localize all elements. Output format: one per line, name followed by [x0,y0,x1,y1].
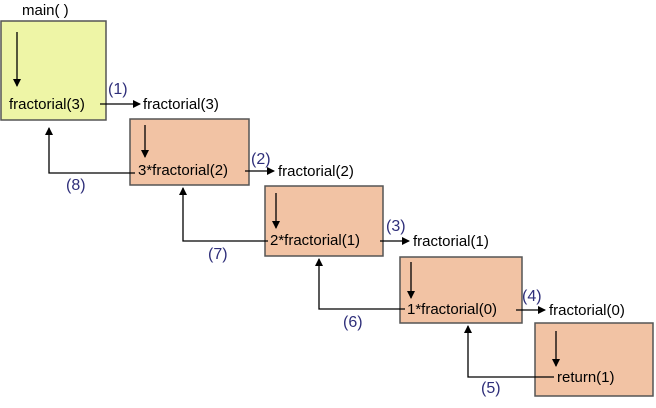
return-step-label-8: (8) [66,177,86,194]
call-step-label-3: (3) [386,218,406,235]
call-target-4: fractorial(0) [549,302,625,319]
frame-call-text-2: 3*fractorial(2) [138,162,228,179]
main-title: main( ) [22,2,69,19]
return-arrow-6 [315,258,405,310]
frame-call-text-3: 2*fractorial(1) [270,232,360,249]
call-target-1: fractorial(3) [143,96,219,113]
frame-box-2 [129,118,250,186]
call-target-3: fractorial(1) [413,233,489,250]
call-step-label-2: (2) [251,151,271,168]
call-step-label-1: (1) [108,81,128,98]
frame-box-4 [399,256,523,324]
frame-call-text-1: fractorial(3) [9,96,85,113]
return-arrow-7 [179,187,268,242]
return-step-label-7: (7) [208,246,228,263]
call-step-label-4: (4) [522,288,542,305]
main-frame-box [0,20,107,121]
return-step-label-5: (5) [481,380,501,397]
frame-call-text-4: 1*fractorial(0) [407,301,497,318]
return-arrow-5 [464,325,554,378]
return-arrow-8 [45,127,135,174]
frame-call-text-5: return(1) [557,369,615,386]
call-target-2: fractorial(2) [278,163,354,180]
return-step-label-6: (6) [343,314,363,331]
frame-box-3 [264,185,384,257]
